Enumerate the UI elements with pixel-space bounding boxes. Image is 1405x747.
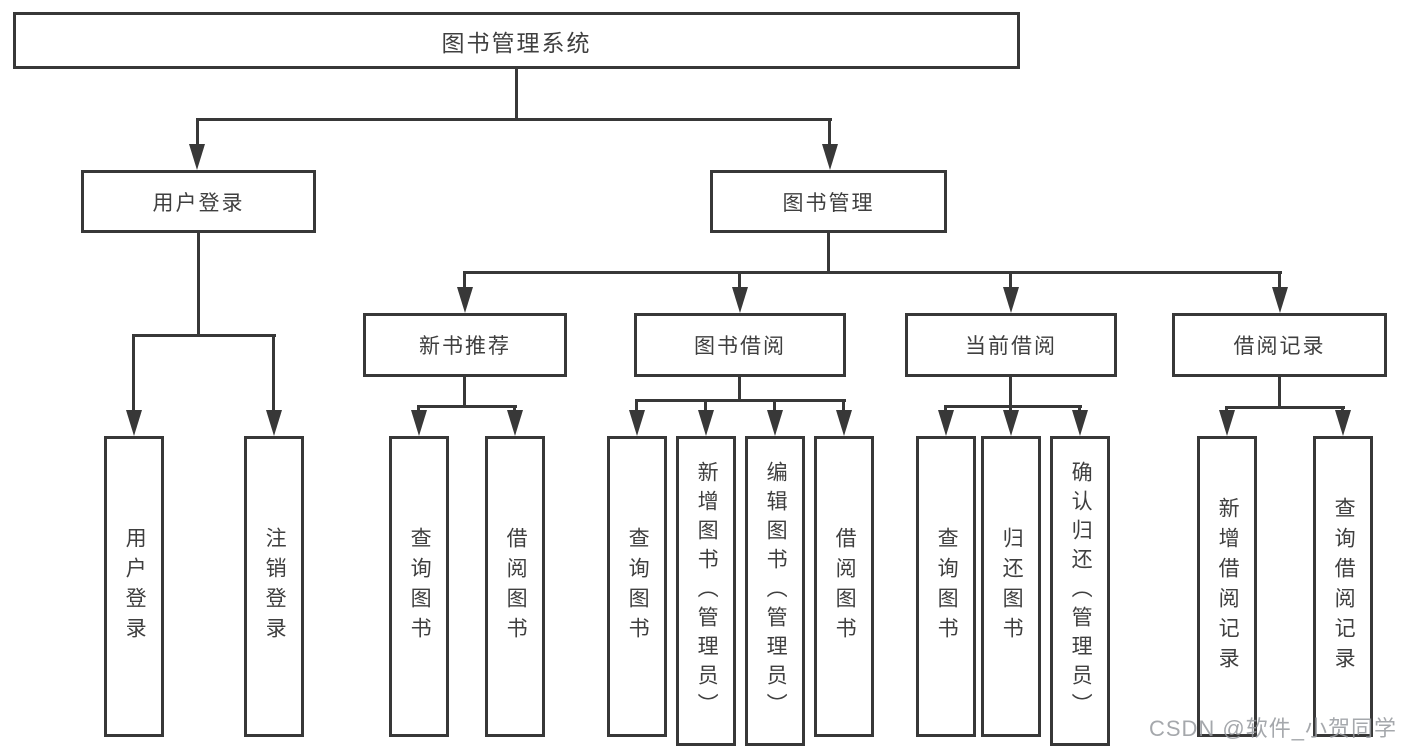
connector-line [1009, 271, 1012, 291]
connector-line [1009, 374, 1012, 408]
node-label: 查询图书 [626, 526, 650, 647]
connector-line [1278, 374, 1281, 409]
node-label: 当前借阅 [965, 335, 1057, 358]
connector-line [463, 374, 466, 408]
leaf-query-borrow-record: 查询借阅记录 [1313, 436, 1373, 737]
leaf-return-book: 归还图书 [981, 436, 1041, 737]
node-current-borrow: 当前借阅 [905, 313, 1117, 377]
connector-line [842, 399, 845, 414]
leaf-borrow-book: 借阅图书 [814, 436, 874, 737]
node-label: 借阅图书 [504, 526, 528, 647]
connector-arrowhead [698, 410, 714, 436]
connector-line [827, 230, 830, 274]
connector-line [132, 334, 135, 414]
node-label: 图书管理系统 [441, 29, 592, 56]
connector-arrowhead [1072, 410, 1088, 436]
connector-arrowhead [1219, 410, 1235, 436]
node-label: 图书管理 [782, 191, 875, 215]
node-label: 借阅图书 [833, 526, 857, 647]
connector-arrowhead [507, 410, 523, 436]
connector-line [417, 405, 420, 414]
connector-arrowhead [938, 410, 954, 436]
node-library-system: 图书管理系统 [13, 12, 1020, 69]
leaf-add-borrow-record: 新增借阅记录 [1197, 436, 1257, 737]
node-new-book-recommend: 新书推荐 [363, 313, 567, 377]
leaf-query-books-recommend: 查询图书 [389, 436, 449, 737]
node-label: 用户登录 [152, 191, 245, 215]
connector-arrowhead [411, 410, 427, 436]
connector-arrowhead [1003, 410, 1019, 436]
node-label: 新增图书（管理员） [695, 460, 719, 722]
connector-arrowhead [126, 410, 142, 436]
connector-line [704, 399, 707, 414]
connector-line [738, 271, 741, 291]
leaf-borrow-books-recommend: 借阅图书 [485, 436, 545, 737]
leaf-confirm-return-admin: 确认归还（管理员） [1050, 436, 1110, 746]
node-borrow-records: 借阅记录 [1172, 313, 1387, 377]
leaf-edit-book-admin: 编辑图书（管理员） [745, 436, 805, 746]
connector-line [463, 271, 1282, 274]
connector-line [1225, 406, 1345, 409]
connector-line [417, 405, 517, 408]
connector-line [1078, 405, 1081, 414]
connector-line [828, 118, 831, 148]
leaf-query-books-current: 查询图书 [916, 436, 976, 737]
leaf-add-book-admin: 新增图书（管理员） [676, 436, 736, 746]
connector-arrowhead [822, 144, 838, 170]
node-label: 图书借阅 [694, 335, 786, 358]
connector-line [944, 405, 1082, 408]
connector-arrowhead [629, 410, 645, 436]
connector-line [738, 374, 741, 402]
leaf-user-login: 用户登录 [104, 436, 164, 737]
node-label: 注销登录 [263, 526, 287, 647]
connector-line [513, 405, 516, 414]
connector-line [196, 118, 199, 148]
connector-line [773, 399, 776, 414]
node-label: 编辑图书（管理员） [764, 460, 788, 722]
connector-arrowhead [457, 287, 473, 313]
leaf-logout: 注销登录 [244, 436, 304, 737]
connector-line [196, 118, 832, 121]
connector-line [635, 399, 846, 402]
connector-line [463, 271, 466, 291]
connector-line [132, 334, 276, 337]
connector-line [635, 399, 638, 414]
leaf-query-books-borrow: 查询图书 [607, 436, 667, 737]
node-label: 查询图书 [935, 526, 959, 647]
connector-arrowhead [1335, 410, 1351, 436]
connector-arrowhead [189, 144, 205, 170]
node-label: 查询图书 [408, 526, 432, 647]
connector-arrowhead [1003, 287, 1019, 313]
connector-arrowhead [266, 410, 282, 436]
connector-line [944, 405, 947, 414]
node-label: 借阅记录 [1233, 335, 1326, 358]
node-user-login: 用户登录 [81, 170, 316, 233]
node-label: 确认归还（管理员） [1069, 460, 1093, 722]
node-book-management: 图书管理 [710, 170, 947, 233]
connector-line [1009, 405, 1012, 414]
node-label: 新书推荐 [419, 335, 511, 358]
connector-line [515, 67, 518, 121]
node-label: 归还图书 [1000, 526, 1024, 647]
node-label: 新增借阅记录 [1216, 496, 1240, 677]
connector-arrowhead [767, 410, 783, 436]
connector-line [1278, 271, 1281, 291]
node-label: 查询借阅记录 [1332, 496, 1356, 677]
connector-arrowhead [836, 410, 852, 436]
csdn-watermark: CSDN @软件_小贺同学 [1148, 716, 1397, 741]
node-book-borrow: 图书借阅 [634, 313, 846, 377]
node-label: 用户登录 [123, 526, 147, 647]
connector-line [197, 230, 200, 337]
connector-line [272, 334, 275, 414]
connector-arrowhead [1272, 287, 1288, 313]
connector-arrowhead [732, 287, 748, 313]
